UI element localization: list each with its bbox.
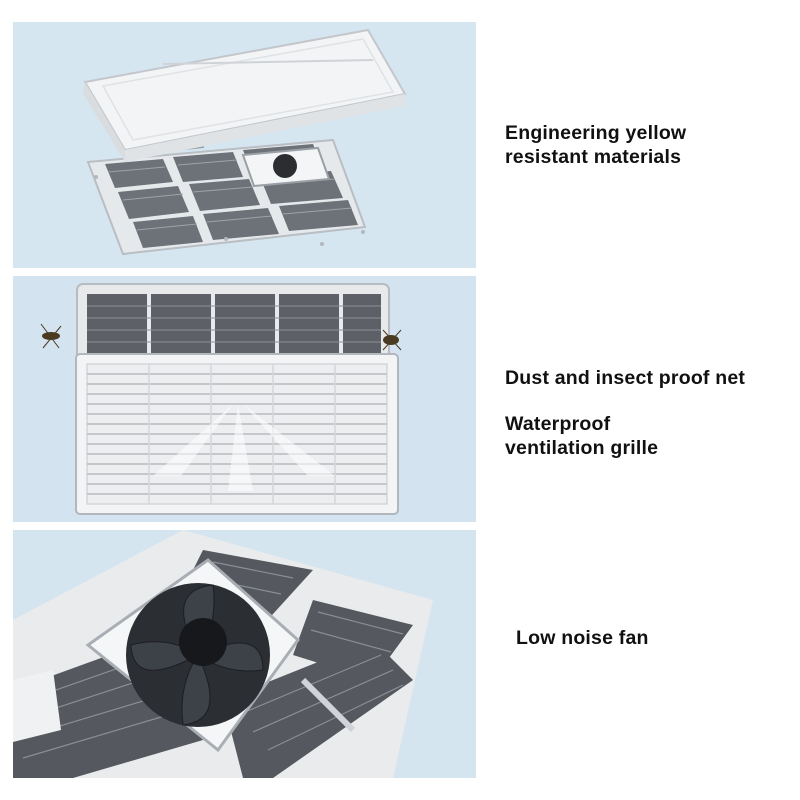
caption-line: Dust and insect proof net (505, 367, 746, 389)
caption-line: Low noise fan (516, 627, 649, 649)
roof-vent-exploded-image (13, 22, 476, 268)
insect-net-grille-image (13, 276, 476, 522)
feature-caption-materials: Engineering yellow resistant materials (505, 121, 795, 169)
feature-caption-waterproof-grille: Waterproof ventilation grille (505, 412, 795, 460)
caption-line: Waterproof (505, 413, 611, 435)
feature-caption-insect-net: Dust and insect proof net (505, 366, 795, 390)
caption-line: resistant materials (505, 146, 682, 168)
fan-closeup-image (13, 530, 476, 778)
feature-caption-low-noise-fan: Low noise fan (516, 626, 800, 650)
caption-line: Engineering yellow (505, 122, 687, 144)
caption-line: ventilation grille (505, 437, 659, 459)
